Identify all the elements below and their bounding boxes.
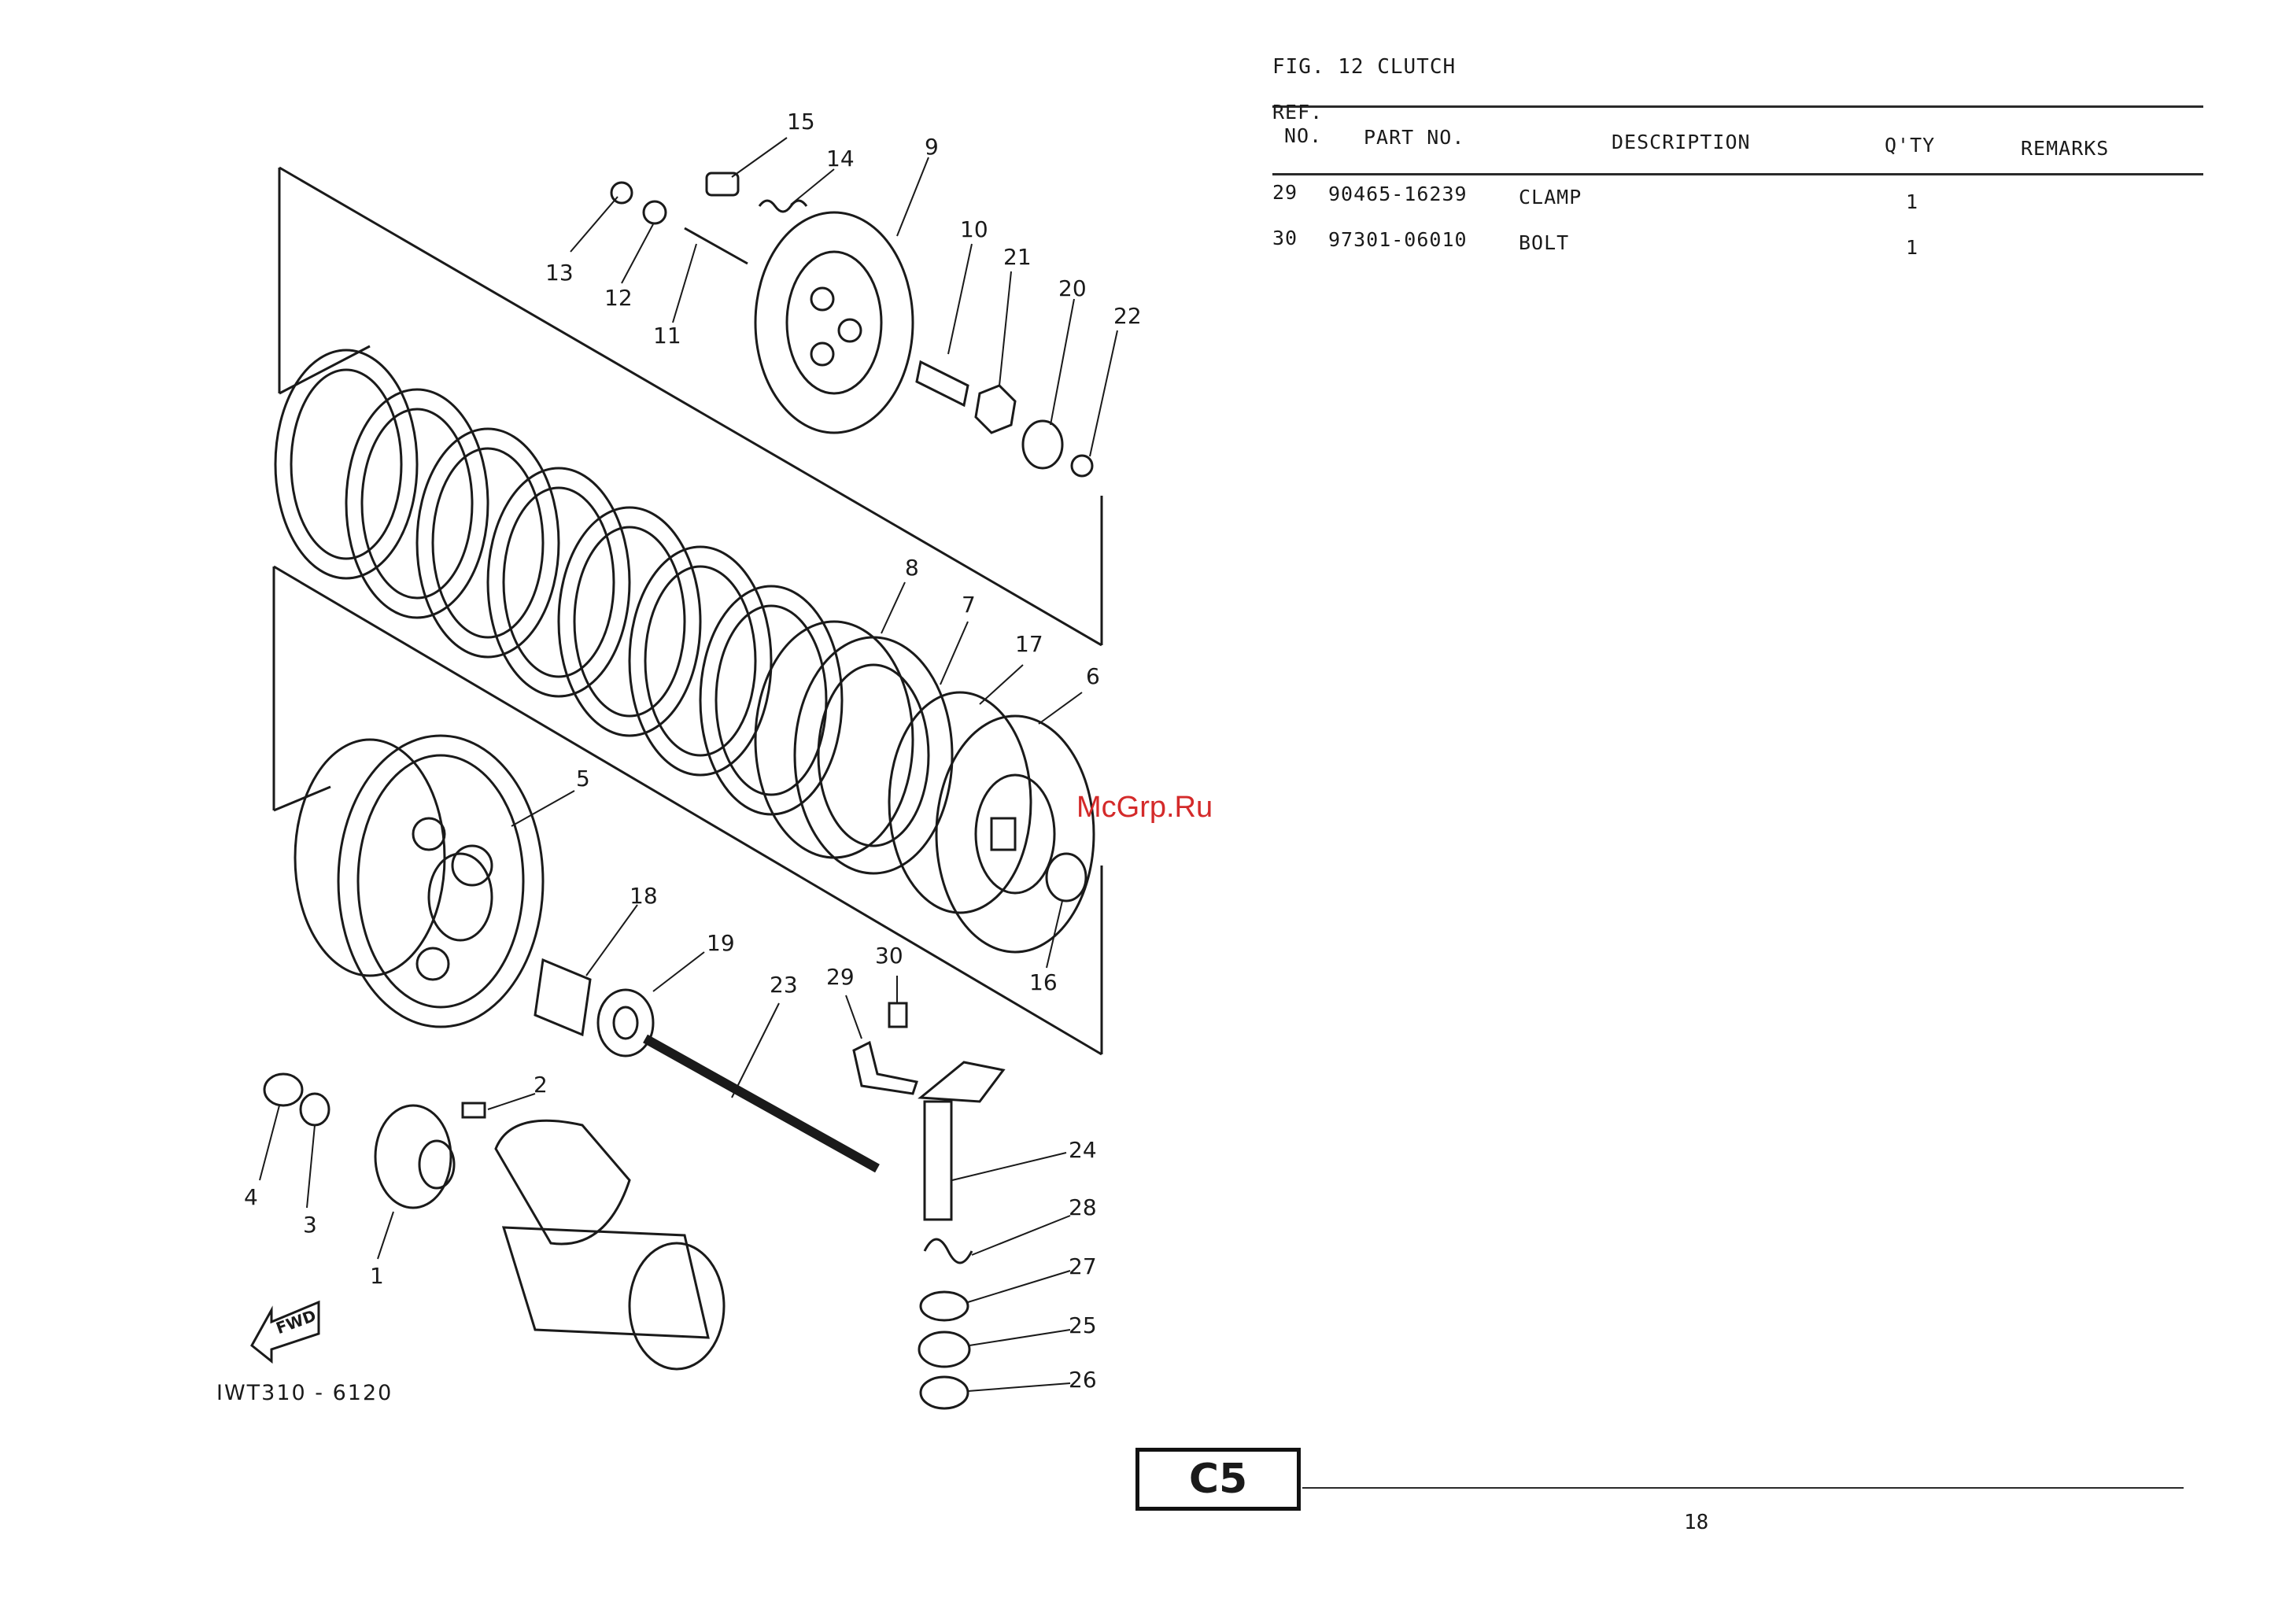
oil-seal (921, 1292, 968, 1320)
spacer (535, 960, 590, 1035)
row-part-no: 97301-06010 (1328, 228, 1468, 251)
callout-5: 5 (576, 766, 590, 792)
callout-6: 6 (1086, 663, 1100, 689)
thrust-washer-19 (598, 990, 653, 1056)
header-remarks: REMARKS (2021, 137, 2109, 160)
callout-15: 15 (787, 109, 815, 135)
callout-28: 28 (1069, 1194, 1097, 1220)
table-header-rule (1272, 173, 2203, 175)
callout-2: 2 (534, 1072, 548, 1098)
section-code-box: C5 (1135, 1448, 1301, 1511)
header-description: DESCRIPTION (1612, 131, 1751, 153)
pressure-plate (755, 212, 913, 433)
drawing-number: IWT310 - 6120 (216, 1381, 393, 1405)
callout-19: 19 (707, 930, 735, 956)
section-code: C5 (1189, 1456, 1247, 1503)
table-top-rule (1272, 105, 2203, 108)
row-ref: 29 (1272, 181, 1298, 204)
return-spring (925, 1239, 972, 1263)
spring-ring (889, 692, 1031, 913)
locknut (976, 386, 1015, 433)
callout-11: 11 (653, 323, 681, 349)
primary-drive-gear (375, 1105, 451, 1208)
nut-4 (264, 1074, 302, 1105)
callout-25: 25 (1069, 1312, 1097, 1338)
bolt (889, 1003, 906, 1027)
callout-20: 20 (1058, 275, 1087, 301)
clamp (854, 1043, 917, 1094)
callout-8: 8 (905, 555, 919, 581)
push-lever (921, 1062, 1003, 1102)
callout-9: 9 (925, 134, 939, 160)
callout-18: 18 (630, 883, 658, 909)
figure-title: FIG. 12 CLUTCH (1272, 55, 1456, 79)
clutch-exploded-diagram (0, 0, 1259, 1456)
row-description: BOLT (1519, 231, 1569, 254)
callout-30: 30 (875, 943, 903, 969)
washer (644, 201, 666, 223)
page-number: 18 (1684, 1511, 1708, 1534)
callout-14: 14 (826, 146, 855, 172)
header-ref: REF. (1272, 101, 1323, 124)
clutch-housing (295, 736, 543, 1027)
lock-washer-3 (301, 1094, 329, 1125)
footer-rule (1302, 1487, 2184, 1489)
straight-key (463, 1103, 485, 1117)
watermark: McGrp.Ru (1076, 791, 1213, 825)
row-part-no: 90465-16239 (1328, 183, 1468, 205)
row-qty: 1 (1906, 236, 1918, 259)
push-rod-long (645, 1039, 877, 1168)
callout-27: 27 (1069, 1253, 1097, 1279)
callout-17: 17 (1015, 631, 1043, 657)
callout-7: 7 (962, 592, 976, 618)
row-ref: 30 (1272, 227, 1298, 249)
push-rod (917, 362, 968, 405)
thrust-washer-16 (1047, 854, 1086, 901)
callout-22: 22 (1113, 303, 1142, 329)
callout-12: 12 (604, 285, 633, 311)
bracket-line (274, 567, 1102, 1054)
spring (759, 201, 807, 212)
callout-1: 1 (370, 1263, 384, 1289)
bracket-line (279, 346, 370, 393)
callout-29: 29 (826, 964, 855, 990)
callout-26: 26 (1069, 1367, 1097, 1393)
callout-3: 3 (303, 1212, 317, 1238)
bearing (919, 1332, 969, 1367)
row-qty: 1 (1906, 190, 1918, 213)
callout-10: 10 (960, 216, 988, 242)
header-qty: Q'TY (1885, 134, 1935, 157)
stud (685, 228, 748, 264)
lever-shaft (925, 1102, 951, 1220)
header-part-no: PART NO. (1364, 126, 1464, 149)
crankshaft (496, 1120, 724, 1369)
callout-13: 13 (545, 260, 574, 286)
needle-bearing (921, 1377, 968, 1408)
clutch-plate-stack (275, 350, 842, 814)
lock-washer (1023, 421, 1062, 468)
callout-23: 23 (770, 972, 798, 998)
callout-21: 21 (1003, 244, 1032, 270)
row-description: CLAMP (1519, 186, 1582, 209)
callout-16: 16 (1029, 969, 1058, 995)
header-ref-no: NO. (1284, 124, 1322, 147)
callout-24: 24 (1069, 1137, 1097, 1163)
ball (1072, 456, 1092, 476)
callout-4: 4 (244, 1184, 258, 1210)
